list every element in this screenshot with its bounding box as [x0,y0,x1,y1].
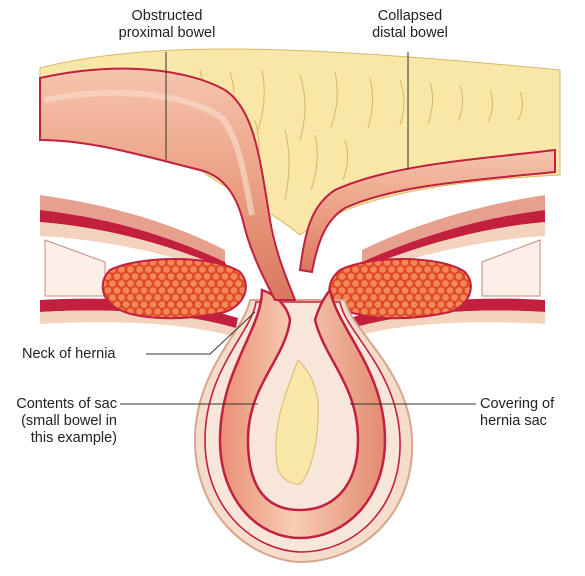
label-contents-of-sac: Contents of sac (small bowel in this exa… [0,396,117,447]
label-covering-of-hernia-sac: Covering of hernia sac [480,396,580,430]
muscle-right [329,259,471,318]
fascia-right [482,240,540,296]
label-collapsed-distal-bowel: Collapsed distal bowel [350,8,470,42]
label-neck-of-hernia: Neck of hernia [22,346,147,363]
muscle-left [103,259,246,318]
label-obstructed-proximal-bowel: Obstructed proximal bowel [102,8,232,42]
fascia-left [45,240,105,296]
